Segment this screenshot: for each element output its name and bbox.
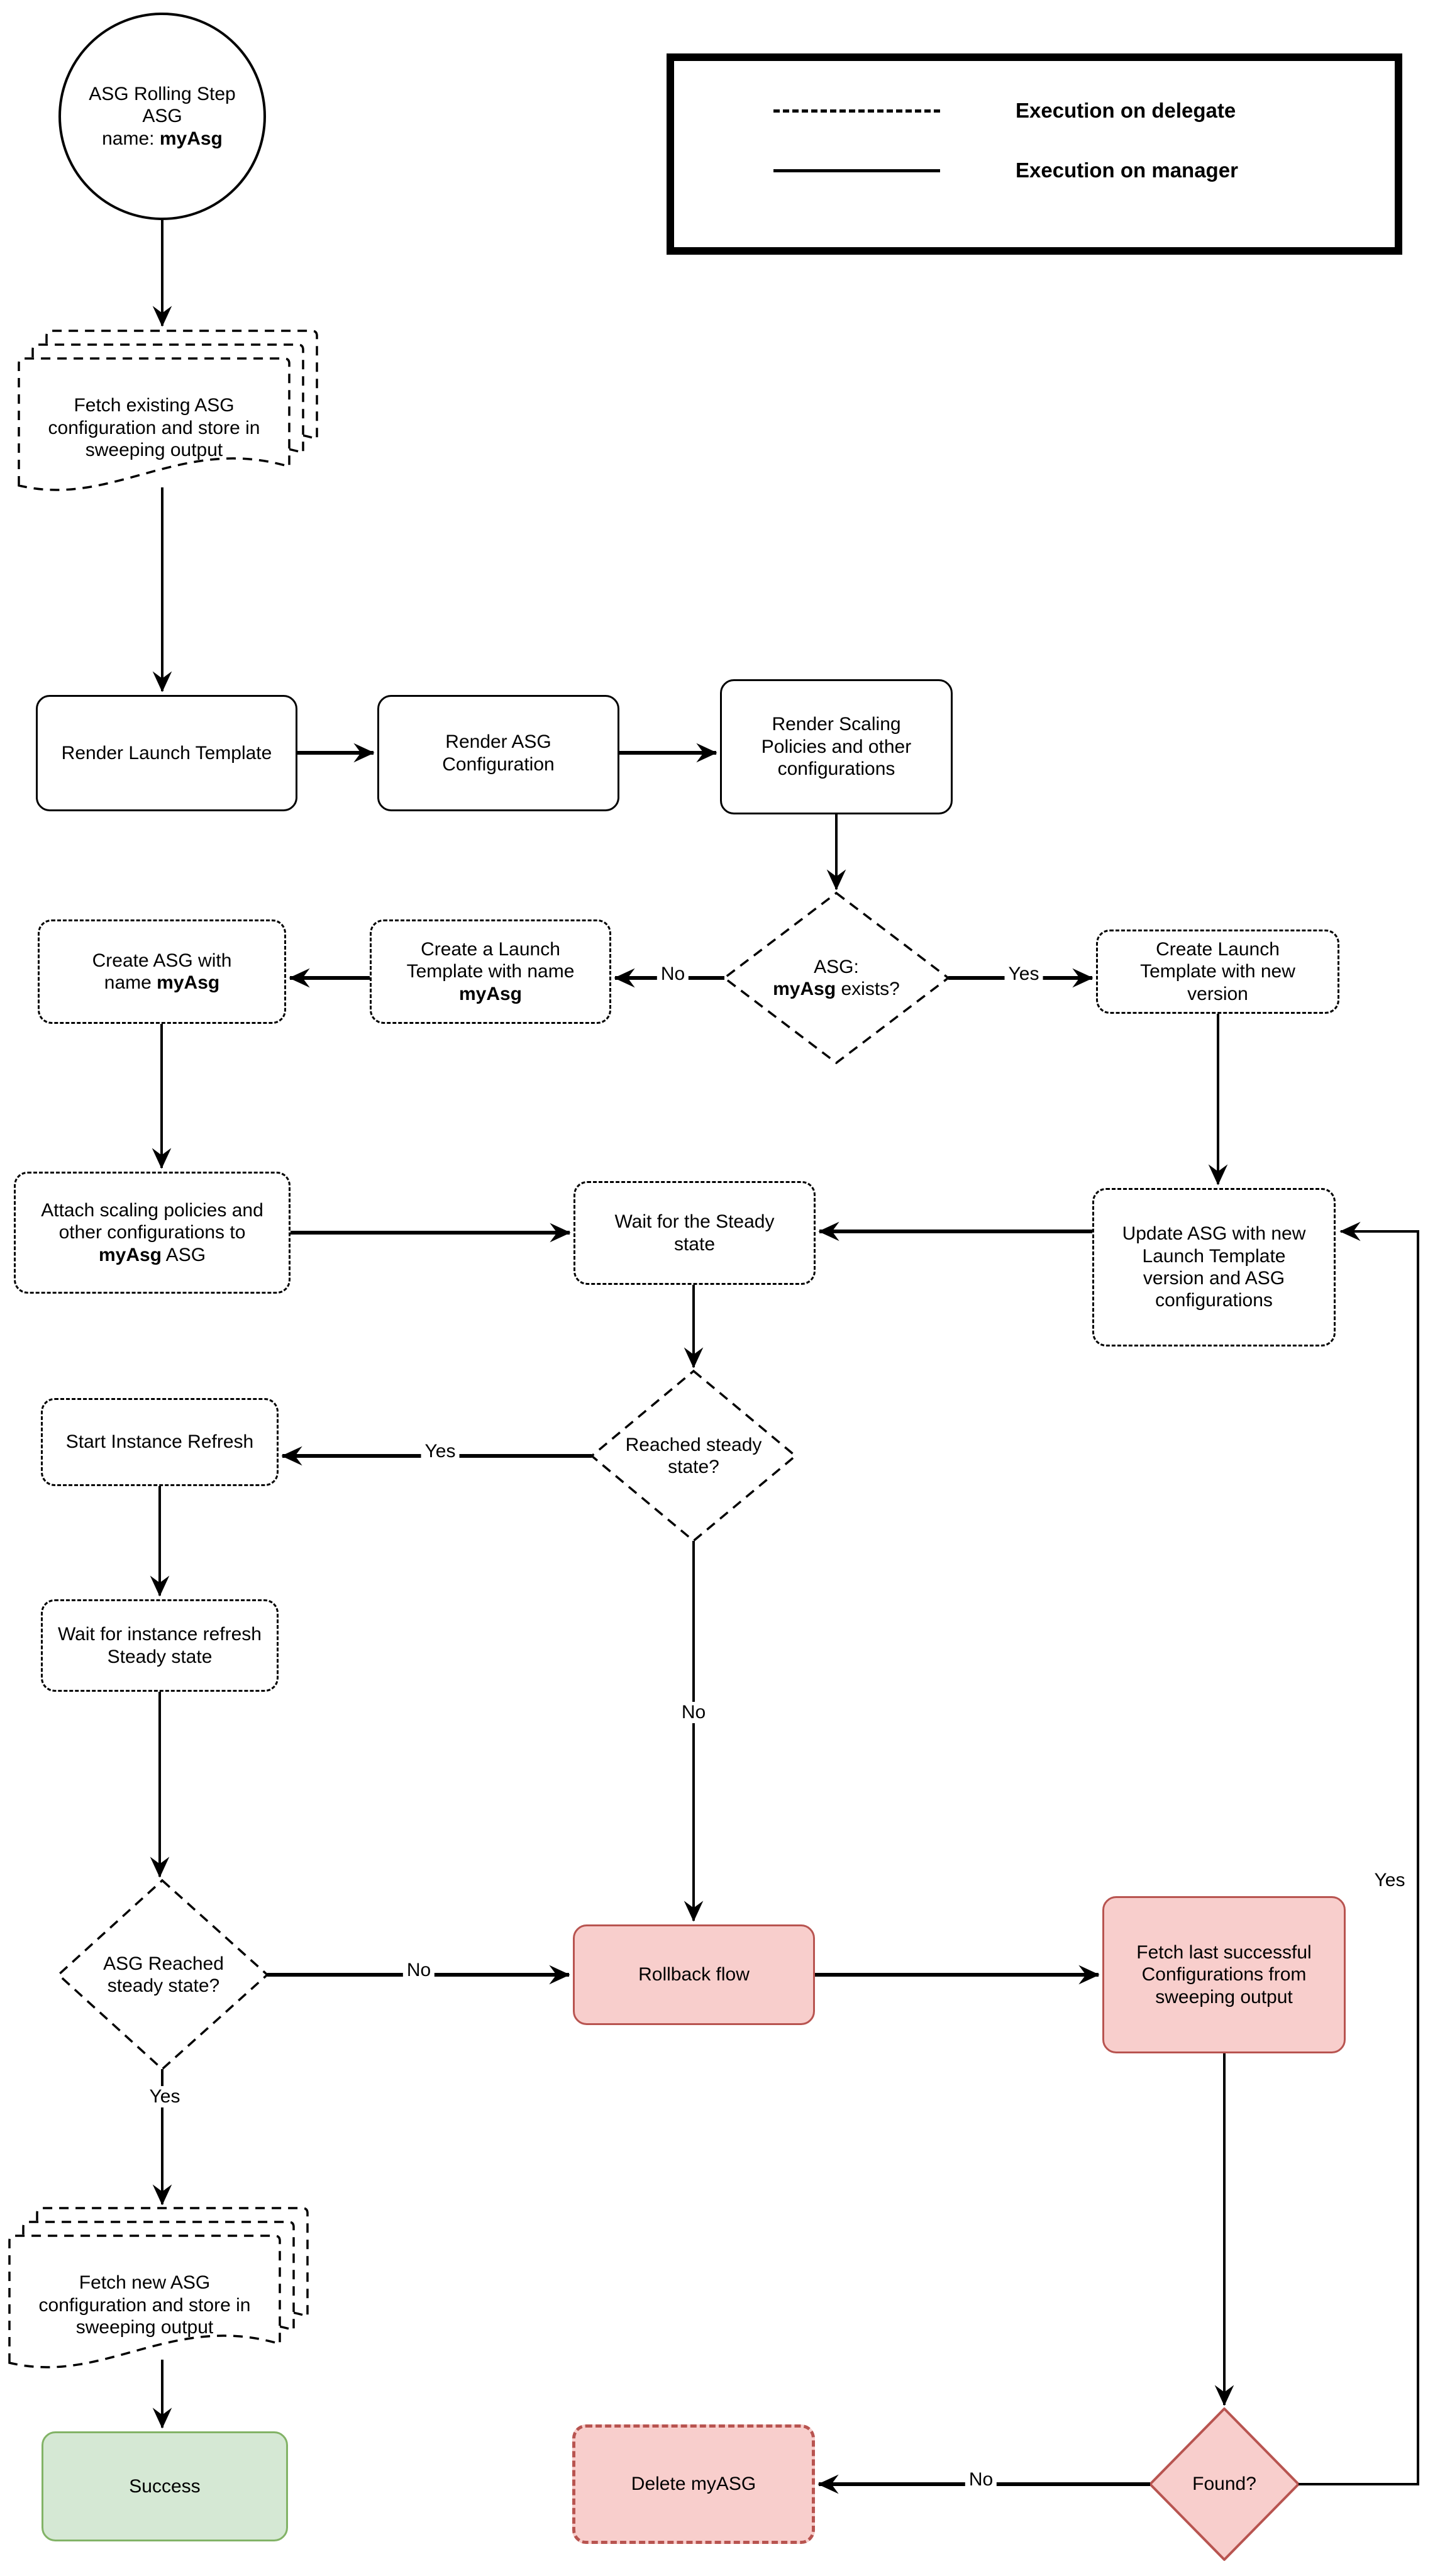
diamond-found (1149, 2407, 1300, 2561)
node-attach-scaling-policies: Attach scaling policies and other config… (14, 1172, 291, 1294)
multi-document-fetch-new (8, 2207, 309, 2368)
node-start-instance-refresh: Start Instance Refresh (41, 1398, 279, 1486)
legend-label-manager: Execution on manager (1016, 158, 1238, 182)
node-wait-instance-refresh: Wait for instance refresh Steady state (41, 1599, 279, 1692)
node-update-asg: Update ASG with new Launch Template vers… (1092, 1188, 1336, 1346)
node-create-launch-template-named: Create a Launch Template with name myAsg (370, 919, 611, 1024)
diamond-reached-steady-state (590, 1369, 797, 1543)
edge-label-found-yes: Yes (1370, 1870, 1409, 1891)
solid-line-sample (773, 169, 940, 172)
node-fetch-new-config: Fetch new ASG configuration and store in… (38, 2272, 251, 2338)
node-delete-myasg: Delete myASG (572, 2424, 815, 2544)
node-rollback-flow: Rollback flow (573, 1924, 815, 2025)
start-node-line3: name: myAsg (102, 128, 223, 149)
node-fetch-existing-config: Fetch existing ASG configuration and sto… (48, 395, 260, 461)
node-asg-reached-steady-state-decision: ASG Reached steady state? (103, 1953, 224, 1996)
start-node-line1: ASG Rolling Step (89, 83, 236, 104)
edge-label-asg-reached-yes: Yes (145, 2086, 184, 2107)
edges (150, 220, 1419, 2494)
diamond-asg-exists (723, 891, 950, 1065)
node-render-asg-configuration: Render ASG Configuration (377, 695, 619, 811)
node-reached-steady-state-decision: Reached steady state? (625, 1434, 762, 1477)
node-fetch-last-successful: Fetch last successful Configurations fro… (1102, 1896, 1346, 2053)
edge-label-asg-exists-no: No (656, 963, 689, 985)
node-create-launch-template-new-version: Create Launch Template with new version (1096, 930, 1339, 1014)
edge-found-yes (1299, 1221, 1419, 2485)
node-found-decision: Found? (1192, 2473, 1256, 2495)
start-node-line2: ASG (142, 106, 182, 127)
edge-label-reached-no: No (677, 1702, 710, 1723)
node-create-asg: Create ASG with name myAsg (38, 919, 286, 1024)
legend-label-delegate: Execution on delegate (1016, 99, 1236, 122)
diamond-asg-reached-steady-state (57, 1879, 269, 2071)
node-render-launch-template: Render Launch Template (36, 695, 297, 811)
dashed-line-sample (773, 109, 940, 113)
legend-row-delegate: Execution on delegate (773, 96, 1236, 126)
multi-document-fetch-existing (18, 330, 318, 491)
edge-label-asg-exists-yes: Yes (1004, 963, 1043, 985)
edge-label-asg-reached-no: No (402, 1960, 435, 1981)
node-wait-steady-state: Wait for the Steady state (573, 1181, 816, 1285)
start-node: ASG Rolling Step ASG name: myAsg (58, 13, 266, 220)
edge-label-reached-yes: Yes (421, 1441, 460, 1462)
legend-row-manager: Execution on manager (773, 155, 1238, 186)
node-asg-exists-decision: ASG: myAsg exists? (773, 956, 900, 999)
node-success: Success (42, 2431, 288, 2541)
edge-label-found-no: No (965, 2469, 997, 2490)
legend: Execution on delegate Execution on manag… (667, 53, 1402, 255)
node-render-scaling-policies: Render Scaling Policies and other config… (720, 679, 953, 814)
